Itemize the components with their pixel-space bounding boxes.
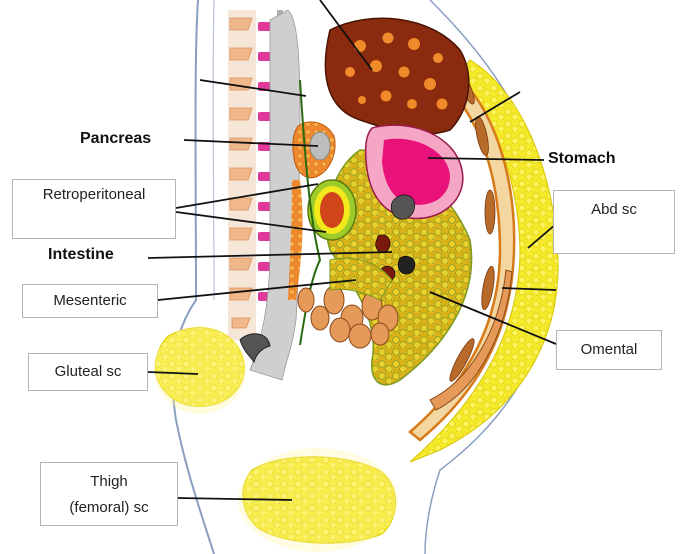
inner-outline	[213, 0, 214, 300]
label-thigh-line1: Thigh	[41, 469, 177, 495]
label-stomach: Stomach	[548, 150, 616, 168]
label-thigh-sc: Thigh (femoral) sc	[40, 462, 178, 526]
label-intestine: Intestine	[48, 246, 114, 264]
label-abd-sc: Abd sc	[553, 190, 675, 254]
kidney-core	[320, 192, 344, 228]
label-pancreas: Pancreas	[80, 130, 151, 148]
label-mesenteric: Mesenteric	[22, 284, 158, 318]
gluteal-glow	[154, 326, 246, 414]
label-gluteal-sc: Gluteal sc	[28, 353, 148, 391]
label-retroperitoneal: Retroperitoneal	[12, 179, 176, 239]
label-omental: Omental	[556, 330, 662, 370]
label-thigh-line2: (femoral) sc	[41, 495, 177, 521]
body-outline	[173, 0, 214, 554]
